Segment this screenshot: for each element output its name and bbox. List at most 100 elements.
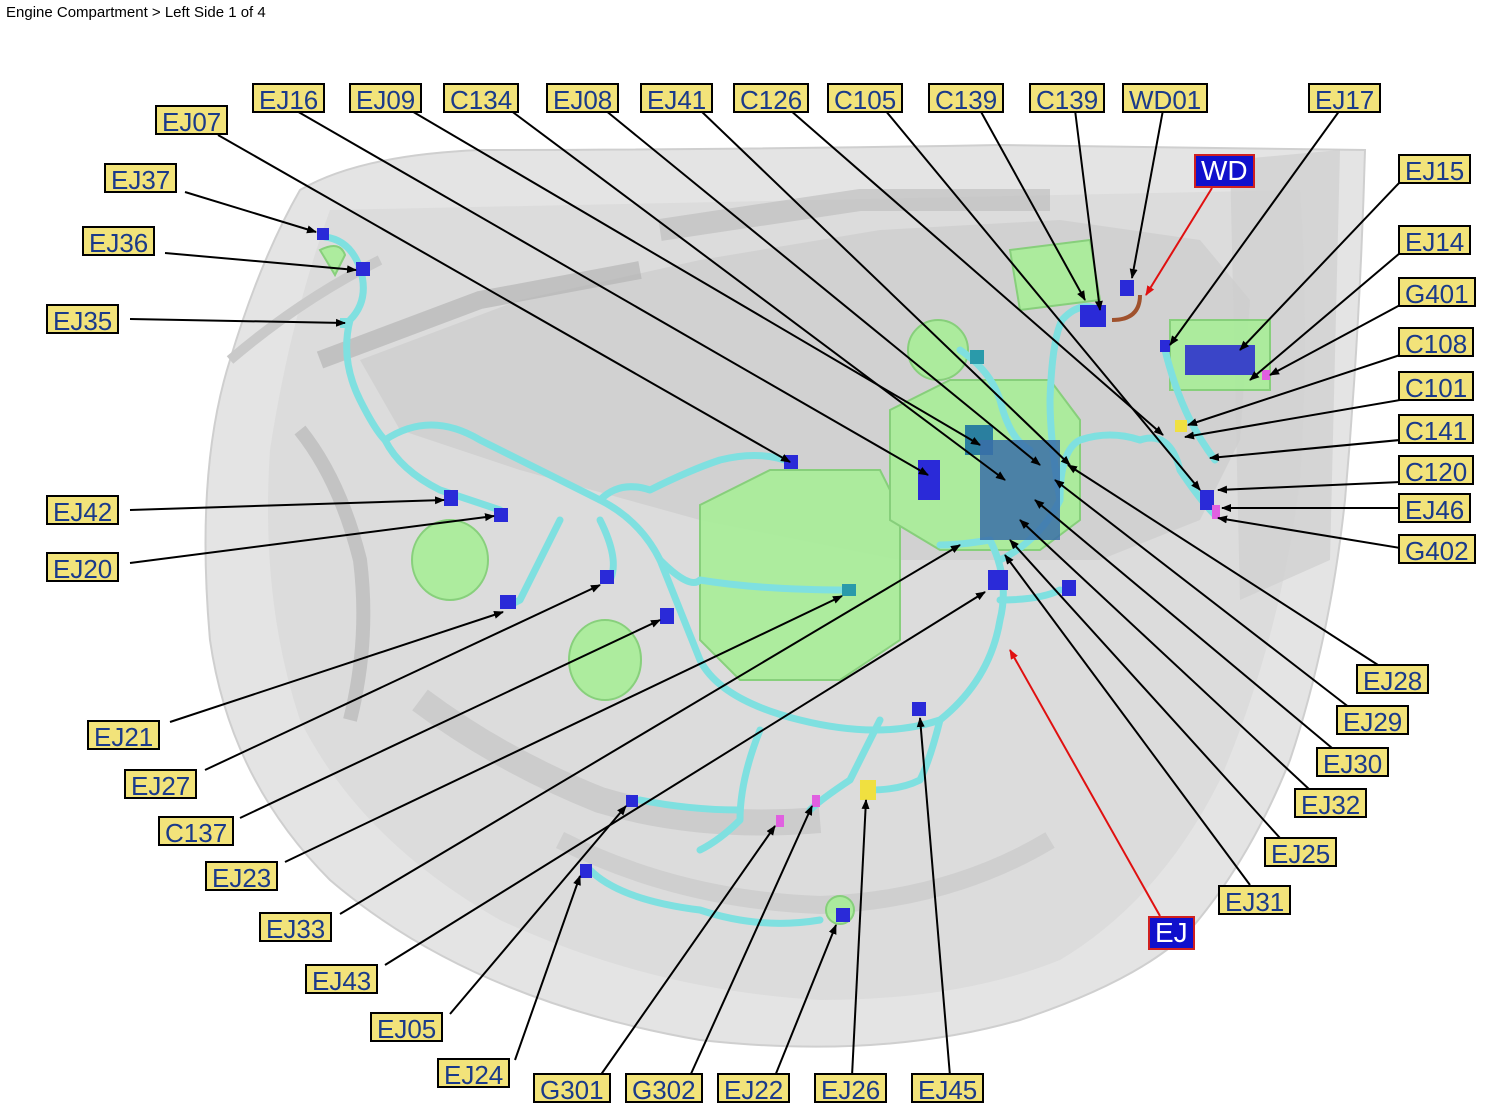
connector-label-EJ15[interactable]: EJ15 — [1398, 154, 1472, 186]
connector-label-EJ16[interactable]: EJ16 — [252, 83, 326, 115]
connector-label-C141[interactable]: C141 — [1398, 414, 1475, 446]
marker-C139 — [1080, 305, 1106, 327]
leader-EJ41 — [699, 109, 1071, 466]
connector-label-EJ24[interactable]: EJ24 — [437, 1058, 511, 1090]
leader-lines — [129, 109, 1401, 1077]
connector-label-C126[interactable]: C126 — [733, 83, 810, 115]
connector-label-EJ28[interactable]: EJ28 — [1356, 664, 1430, 696]
marker-C101 — [1175, 420, 1187, 432]
connector-label-C134[interactable]: C134 — [443, 83, 520, 115]
connector-label-EJ37[interactable]: EJ37 — [104, 163, 178, 195]
leader-C101 — [1184, 399, 1401, 440]
connector-label-EJ30[interactable]: EJ30 — [1316, 747, 1390, 779]
leader-EJ36 — [164, 252, 357, 274]
connector-label-EJ22[interactable]: EJ22 — [717, 1073, 791, 1105]
connector-label-C139-second[interactable]: C139 — [1029, 83, 1106, 115]
marker-EJ14 — [1185, 345, 1255, 375]
leader-EJ07 — [217, 134, 791, 463]
marker-G401 — [1262, 370, 1270, 380]
connector-label-G301[interactable]: G301 — [533, 1073, 611, 1105]
connector-label-EJ21[interactable]: EJ21 — [87, 720, 161, 752]
connector-label-EJ14[interactable]: EJ14 — [1398, 225, 1472, 257]
connector-label-C108[interactable]: C108 — [1398, 327, 1475, 359]
marker-G301 — [776, 815, 784, 827]
leader-EJ45 — [916, 717, 951, 1077]
marker-WD01 — [1120, 280, 1134, 296]
leader-G402 — [1217, 515, 1401, 549]
marker-EJ24 — [988, 570, 1008, 590]
leader-EJ17 — [1169, 109, 1341, 346]
connector-label-C101[interactable]: C101 — [1398, 371, 1475, 403]
marker-EJ23 — [842, 584, 856, 596]
leader-G401 — [1269, 304, 1401, 376]
horn-left — [411, 519, 489, 601]
leader-C137 — [239, 619, 661, 819]
connector-label-EJ17[interactable]: EJ17 — [1308, 83, 1382, 115]
connector-label-C137[interactable]: C137 — [158, 816, 235, 848]
leader-EJ32 — [1019, 519, 1311, 791]
connector-label-EJ31[interactable]: EJ31 — [1218, 885, 1292, 917]
connector-label-EJ23[interactable]: EJ23 — [205, 861, 279, 893]
battery — [699, 469, 901, 681]
leader-EJ43 — [449, 805, 627, 1015]
connector-label-EJ41[interactable]: EJ41 — [640, 83, 714, 115]
connector-label-EJ08[interactable]: EJ08 — [546, 83, 620, 115]
marker-EJ16 — [918, 460, 940, 500]
leader-EJ30 — [1034, 499, 1333, 749]
leader-C141 — [1209, 439, 1401, 462]
group-label-EJ[interactable]: EJ — [1148, 916, 1195, 950]
connector-label-EJ29[interactable]: EJ29 — [1336, 705, 1410, 737]
leader-EJ24-path — [384, 591, 986, 966]
marker-EJ27 — [600, 570, 614, 584]
connector-label-C120[interactable]: C120 — [1398, 455, 1475, 487]
marker-EJ25 — [1062, 580, 1076, 596]
connector-label-EJ36[interactable]: EJ36 — [82, 226, 156, 258]
connector-label-EJ45[interactable]: EJ45 — [911, 1073, 985, 1105]
marker-G302 — [812, 795, 820, 807]
horn-right — [568, 619, 642, 701]
connector-label-G401[interactable]: G401 — [1398, 277, 1476, 309]
connector-label-EJ35[interactable]: EJ35 — [46, 304, 120, 336]
leader-EJ20 — [129, 513, 495, 564]
leader-EJ27 — [204, 584, 601, 771]
connector-label-G402[interactable]: G402 — [1398, 534, 1476, 566]
marker-EJ26 — [860, 780, 876, 800]
leader-G302 — [689, 805, 813, 1077]
connector-label-C105[interactable]: C105 — [827, 83, 904, 115]
connector-label-EJ42[interactable]: EJ42 — [46, 495, 120, 527]
connector-label-EJ32[interactable]: EJ32 — [1294, 788, 1368, 820]
connector-label-EJ25[interactable]: EJ25 — [1264, 837, 1338, 869]
connector-label-EJ46[interactable]: EJ46 — [1398, 493, 1472, 525]
connector-label-WD01[interactable]: WD01 — [1122, 83, 1209, 115]
marker-EJ46 — [1200, 490, 1214, 510]
group-leaders — [1009, 187, 1213, 917]
connector-label-EJ33[interactable]: EJ33 — [259, 912, 333, 944]
wiring-harness — [321, 233, 1219, 927]
leader-EJ33 — [339, 544, 961, 915]
leader-EJ23 — [284, 595, 843, 863]
connector-label-EJ20[interactable]: EJ20 — [46, 552, 120, 584]
connector-label-EJ26[interactable]: EJ26 — [814, 1073, 888, 1105]
connector-label-EJ07[interactable]: EJ07 — [155, 105, 229, 137]
marker-G402 — [1212, 505, 1220, 519]
leader-EJ37 — [184, 191, 317, 234]
connector-label-EJ05[interactable]: EJ05 — [370, 1012, 444, 1044]
leader-EJ16 — [294, 109, 929, 476]
leader-C139a — [979, 109, 1086, 301]
marker-EJ21 — [500, 595, 516, 609]
connector-label-G302[interactable]: G302 — [625, 1073, 703, 1105]
leader-EJ31 — [1004, 554, 1251, 886]
leader-EJ35 — [129, 318, 346, 327]
marker-EJ42 — [444, 490, 458, 506]
group-label-WD[interactable]: WD — [1194, 154, 1255, 188]
leader-C105 — [884, 109, 1201, 491]
small-part-top — [318, 245, 347, 278]
connector-label-C139[interactable]: C139 — [928, 83, 1005, 115]
leader-EJ14 — [1249, 252, 1401, 381]
marker-EJ05 — [580, 864, 592, 878]
connector-label-EJ27[interactable]: EJ27 — [124, 769, 198, 801]
connector-label-EJ43[interactable]: EJ43 — [305, 964, 379, 996]
connector-label-EJ09[interactable]: EJ09 — [349, 83, 423, 115]
leader-EJ29 — [1054, 479, 1351, 709]
